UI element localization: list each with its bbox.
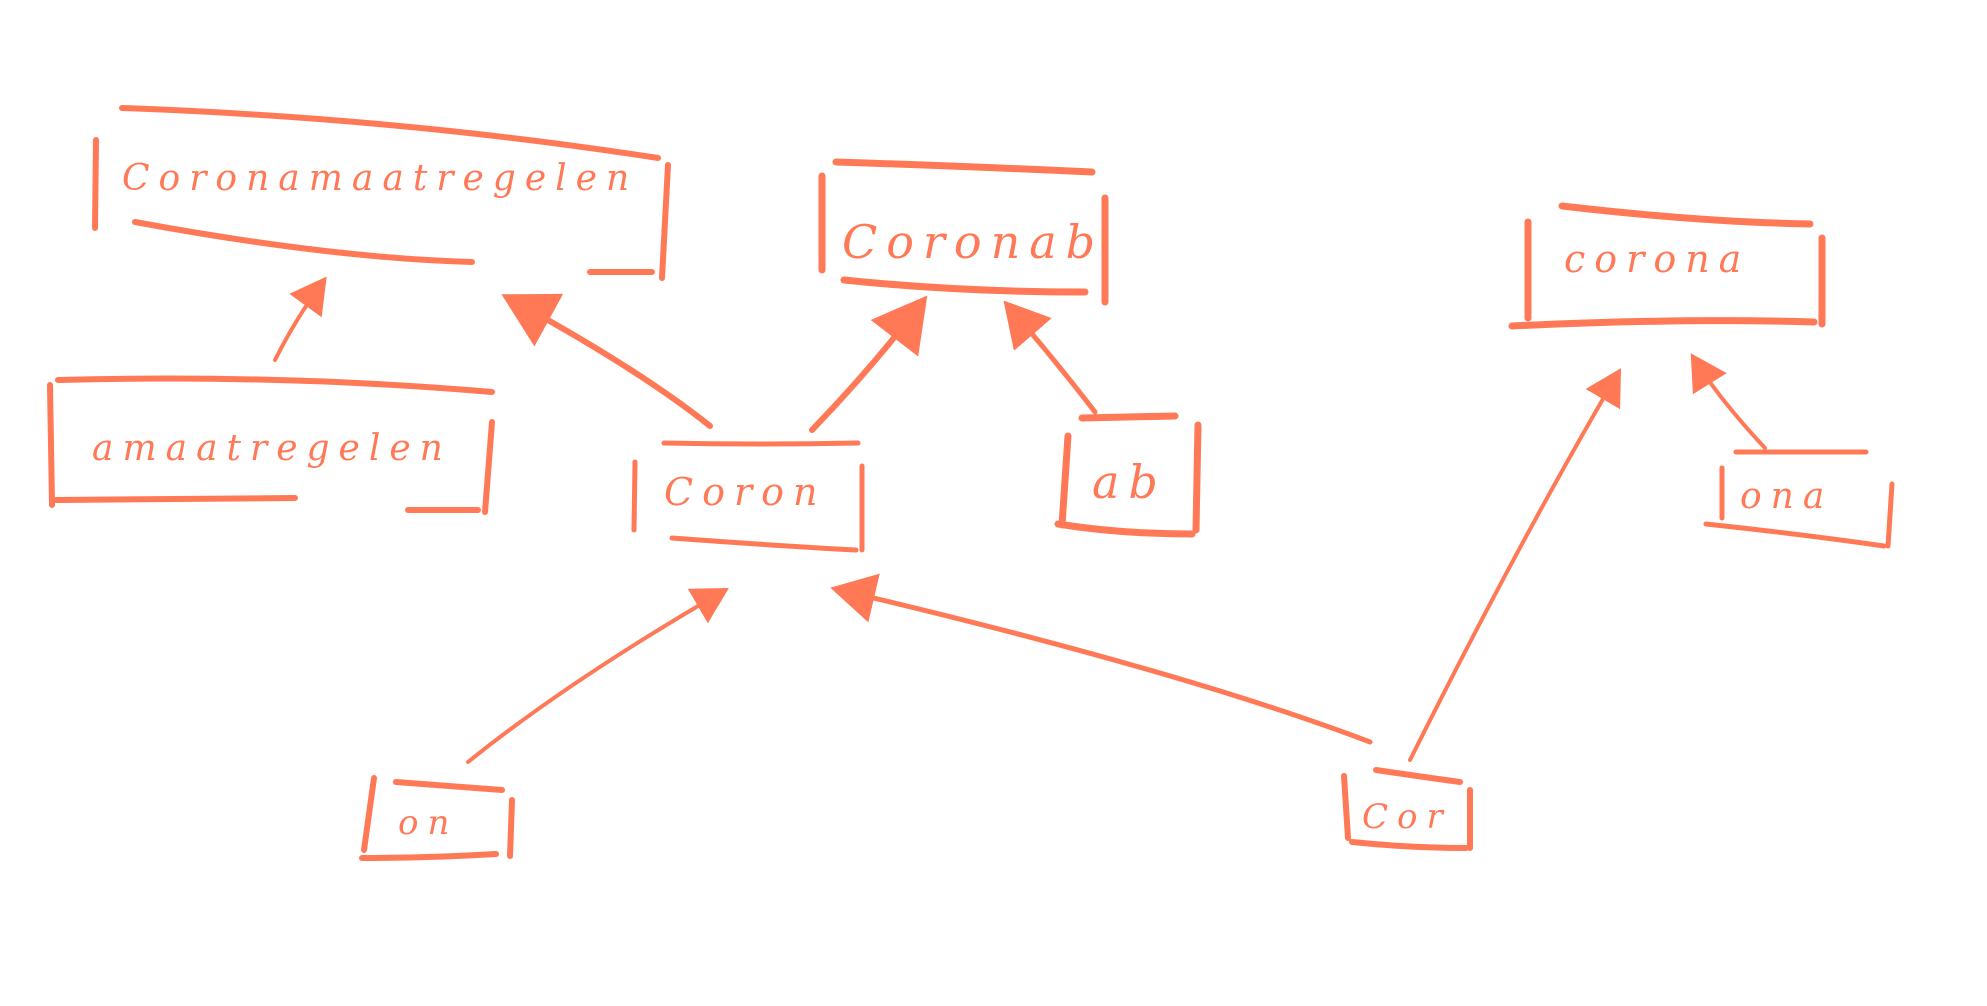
node-box xyxy=(359,775,515,861)
edge-ab-to-coronab xyxy=(1003,300,1098,415)
node-label: Cor xyxy=(1362,797,1452,837)
nodes-layer: Coronamaatregelen amaatregelen Coronab C… xyxy=(47,105,1895,861)
node-label: amaatregelen xyxy=(92,428,452,469)
node-label: corona xyxy=(1564,237,1750,281)
node-coronamaatregelen[interactable]: Coronamaatregelen xyxy=(92,105,671,281)
node-on[interactable]: on xyxy=(359,775,515,861)
node-box xyxy=(1703,449,1895,549)
node-box xyxy=(92,105,671,281)
node-label: Coronab xyxy=(842,215,1104,269)
node-label: ona xyxy=(1740,476,1833,517)
node-coron[interactable]: Coron xyxy=(631,440,865,553)
node-label: Coronamaatregelen xyxy=(122,158,638,199)
edge-cor-to-coron xyxy=(830,573,1373,745)
node-cor[interactable]: Cor xyxy=(1341,767,1473,851)
edge-amaatregelen-to-coronamaatregelen xyxy=(273,276,327,362)
node-amaatregelen[interactable]: amaatregelen xyxy=(47,375,495,515)
node-coronab[interactable]: Coronab xyxy=(818,158,1109,306)
node-box xyxy=(818,158,1109,306)
node-ab[interactable]: ab xyxy=(1054,412,1202,538)
edge-coron-to-coronamaatregelen xyxy=(501,293,713,429)
node-box xyxy=(631,440,865,553)
node-box xyxy=(1341,767,1473,851)
node-label: on xyxy=(398,803,458,843)
edge-cor-to-corona xyxy=(1408,368,1622,762)
node-box xyxy=(1054,412,1202,538)
node-corona[interactable]: corona xyxy=(1508,202,1826,330)
node-label: ab xyxy=(1092,455,1167,509)
edges-layer xyxy=(273,276,1767,764)
node-label: Coron xyxy=(664,470,826,514)
edge-coron-to-coronab xyxy=(809,295,928,433)
node-box xyxy=(1508,202,1826,330)
node-box xyxy=(47,375,495,515)
node-ona[interactable]: ona xyxy=(1703,449,1895,549)
edge-on-to-coron xyxy=(466,587,729,764)
edge-ona-to-corona xyxy=(1690,353,1767,450)
